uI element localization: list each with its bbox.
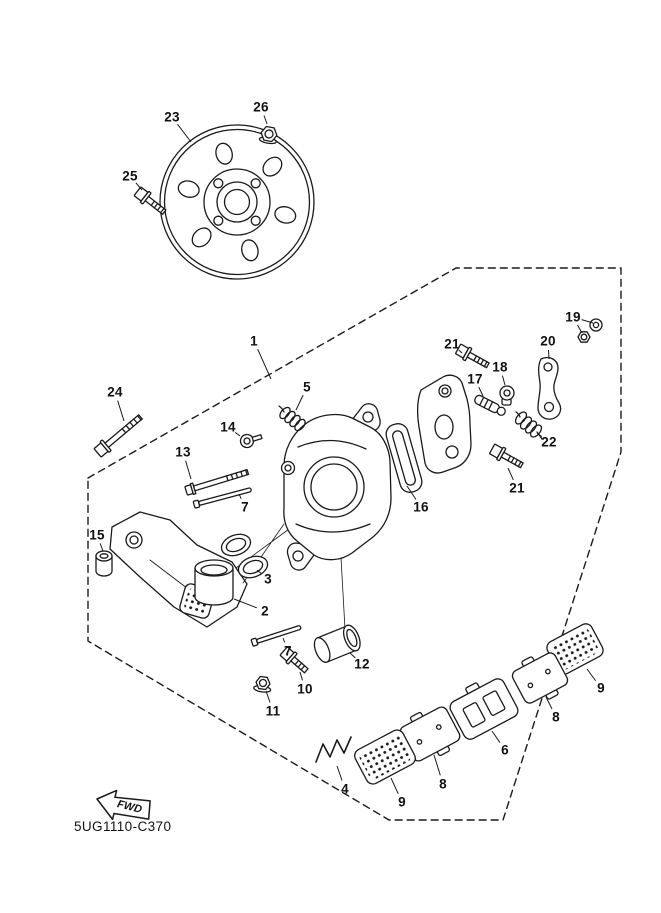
- leader-line: [238, 493, 242, 500]
- nut-11: [253, 675, 272, 693]
- slide-pin-17: [474, 394, 506, 416]
- leader-line: [545, 696, 553, 710]
- leader-line: [433, 754, 441, 776]
- part-callout-9-26: 9: [597, 680, 605, 696]
- brake-disc: [159, 124, 315, 280]
- retainer-arm-20: [537, 356, 562, 420]
- leader-line: [135, 182, 143, 191]
- part-callout-4-29: 4: [341, 781, 349, 797]
- part-callout-1-3: 1: [250, 333, 258, 349]
- fwd-arrow-icon: FWD: [96, 789, 151, 821]
- leader-line: [234, 431, 241, 437]
- part-callout-17-9: 17: [467, 371, 483, 387]
- part-callout-21-8: 21: [444, 336, 460, 352]
- leader-line: [299, 671, 303, 681]
- leader-line: [233, 598, 257, 609]
- part-callout-23-0: 23: [164, 109, 180, 125]
- part-callout-25-2: 25: [122, 168, 138, 184]
- pad-pin-lower: [250, 625, 302, 647]
- disc-bolt: [133, 186, 167, 215]
- part-callout-13-7: 13: [175, 444, 191, 460]
- caliper-bracket: [417, 374, 472, 474]
- leader-line: [536, 432, 543, 438]
- leader-line: [501, 375, 506, 386]
- part-callout-19-12: 19: [565, 309, 581, 325]
- caliper-body: [280, 403, 392, 571]
- part-callout-12-21: 12: [354, 656, 370, 672]
- part-callout-8-27: 8: [439, 776, 447, 792]
- leader-line: [349, 652, 356, 659]
- leader-line: [458, 349, 463, 354]
- leader-line: [507, 467, 514, 480]
- pad-spring-5: [278, 405, 306, 432]
- leader-line: [390, 777, 399, 795]
- leader-line: [185, 460, 192, 480]
- leader-line: [491, 730, 501, 743]
- leader-line: [257, 349, 272, 380]
- leader-line: [177, 123, 192, 143]
- part-callout-16-15: 16: [413, 499, 429, 515]
- disc-nut: [258, 125, 278, 145]
- bolt-21-lower: [489, 443, 524, 469]
- fwd-arrow-label: FWD: [116, 798, 143, 816]
- sleeve-bolt-13: [184, 468, 250, 496]
- part-callout-18-10: 18: [492, 359, 508, 375]
- leader-line: [576, 324, 583, 334]
- part-callout-6-24: 6: [501, 742, 509, 758]
- leader-line: [406, 485, 417, 500]
- leader-line: [295, 394, 304, 411]
- leader-line: [117, 400, 125, 422]
- leader-line: [263, 115, 268, 125]
- mount-bolt-24: [93, 414, 143, 458]
- leader-lines: [99, 115, 597, 795]
- leader-line: [336, 765, 343, 781]
- part-callout-15-16: 15: [89, 527, 105, 543]
- leader-line: [586, 668, 597, 682]
- leader-line: [581, 319, 594, 324]
- leader-line: [547, 349, 550, 360]
- part-callout-24-4: 24: [107, 384, 123, 400]
- pad-clip-4: [315, 736, 352, 763]
- piston-12: [313, 624, 361, 663]
- part-callout-2-19: 2: [261, 603, 269, 619]
- spring-22: [514, 411, 543, 440]
- part-code: 5UG1110-C370: [74, 819, 172, 834]
- part-callout-22-13: 22: [541, 434, 557, 450]
- piston-seal: [220, 533, 252, 557]
- part-callout-8-25: 8: [552, 709, 560, 725]
- pad-pin-upper: [192, 487, 252, 509]
- leader-line: [265, 690, 271, 703]
- part-callout-21-14: 21: [509, 480, 525, 496]
- pad-holder-6: [449, 678, 519, 740]
- part-callout-7-17: 7: [241, 499, 249, 515]
- collar-15: [95, 550, 113, 577]
- part-callout-26-1: 26: [253, 99, 269, 115]
- part-callout-3-18: 3: [264, 571, 272, 587]
- part-callout-9-28: 9: [398, 794, 406, 810]
- leader-line: [282, 637, 286, 643]
- part-callout-5-5: 5: [303, 379, 311, 395]
- part-callout-11-23: 11: [265, 703, 281, 719]
- leader-line: [99, 543, 104, 552]
- piston-boot: [194, 559, 234, 606]
- pad-plate-8-left: [399, 706, 461, 762]
- gasket-16: [385, 423, 423, 493]
- pad-plate-8-right: [511, 652, 569, 704]
- bolt-21-upper: [455, 343, 490, 369]
- part-callout-14-6: 14: [220, 419, 236, 435]
- part-callout-20-11: 20: [540, 333, 556, 349]
- eyelet-18: [499, 385, 515, 406]
- leader-line: [478, 386, 484, 397]
- part-callout-7-20: 7: [284, 643, 292, 659]
- part-callout-10-22: 10: [297, 681, 313, 697]
- washer-nut-19: [577, 318, 603, 343]
- leader-line: [256, 569, 262, 574]
- boot-14: [239, 433, 263, 449]
- bolt-10: [279, 646, 309, 674]
- brake-pad-9-left: [354, 729, 416, 785]
